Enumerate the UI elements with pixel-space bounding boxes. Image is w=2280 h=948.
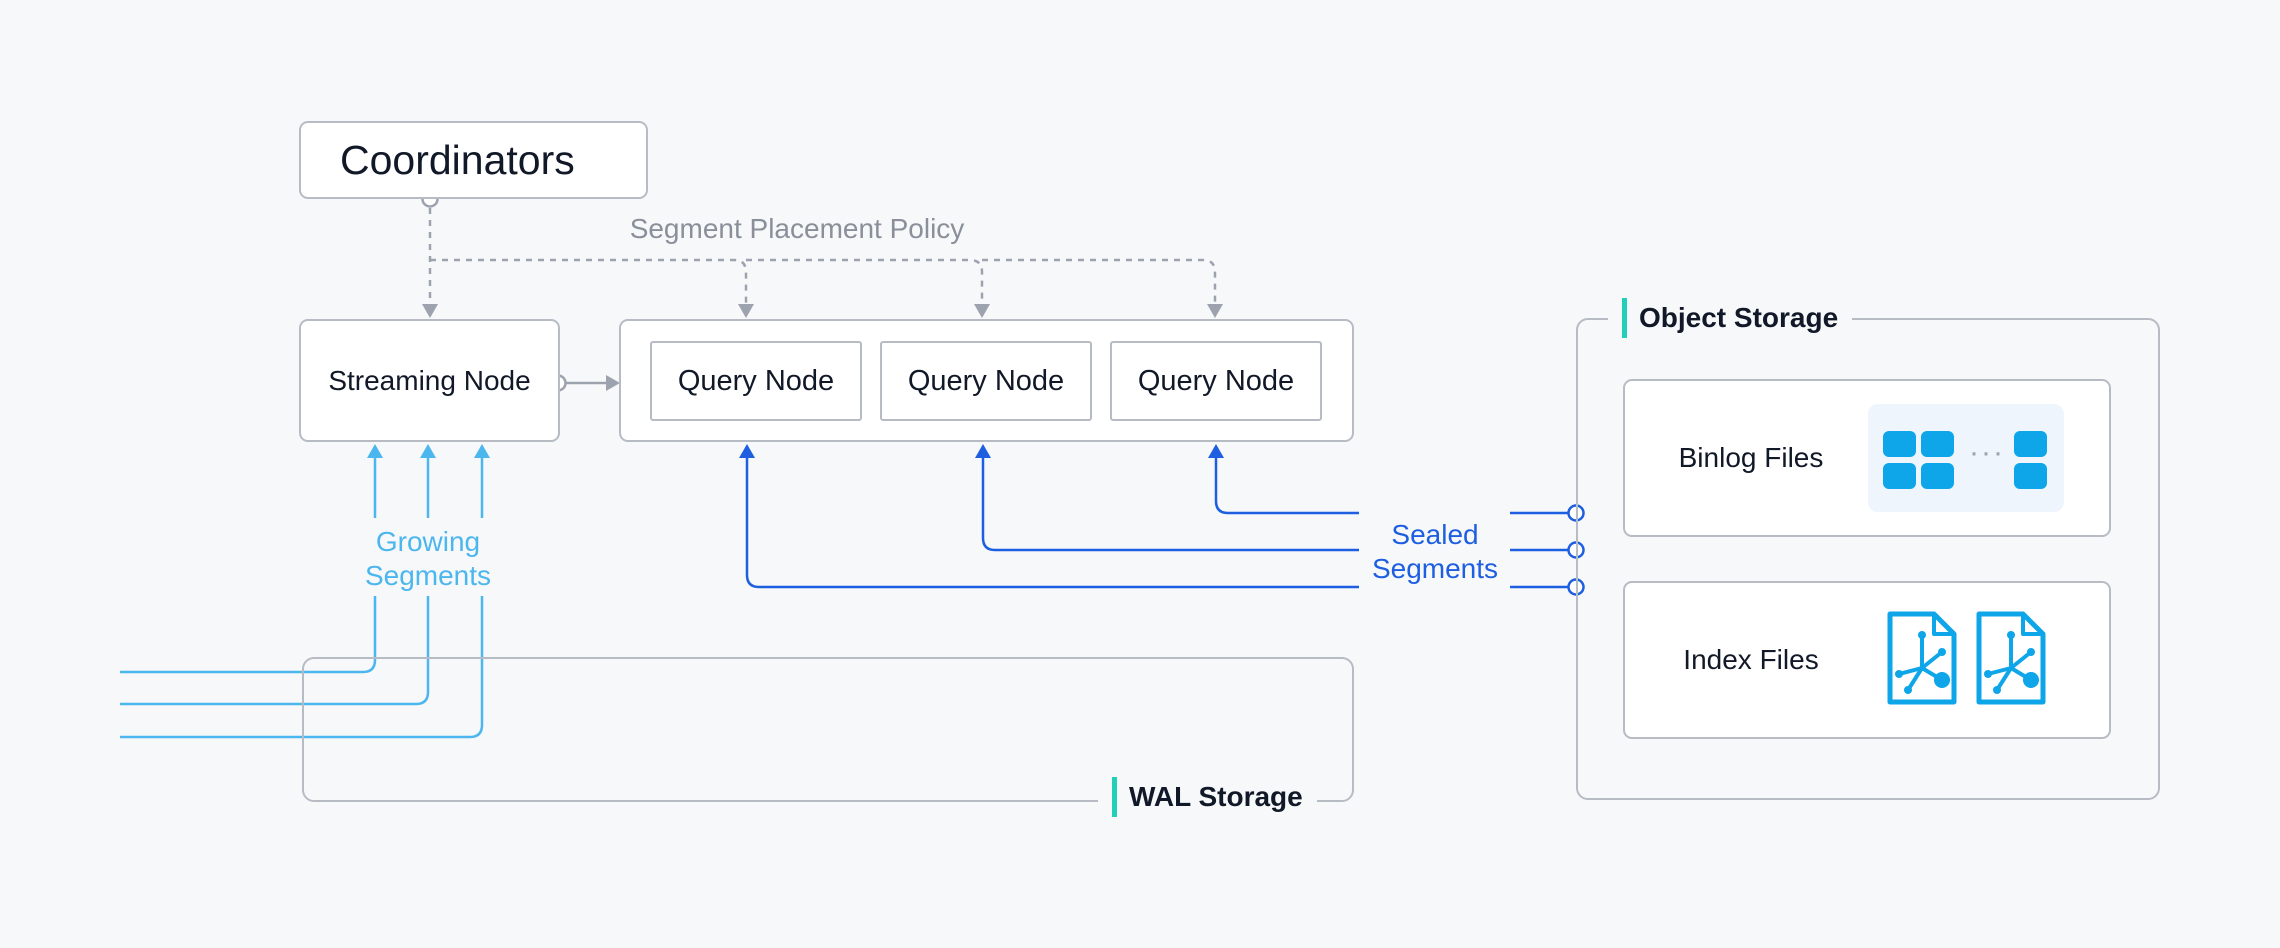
binlog-segment-panel: ··· xyxy=(1868,404,2064,512)
sealed-segment-lines xyxy=(745,457,1568,589)
streaming-node-label: Streaming Node xyxy=(328,364,531,396)
arrowhead xyxy=(975,444,991,458)
arrowhead xyxy=(974,304,990,318)
sealed-line-1 xyxy=(1214,457,1359,515)
segment-tile-icon xyxy=(2014,463,2047,489)
query-node-label: Query Node xyxy=(1137,364,1295,397)
segment-tile-icon xyxy=(2014,431,2047,457)
policy-arrowheads xyxy=(422,304,1223,318)
growing-line-2 xyxy=(120,596,430,706)
arrowhead xyxy=(367,444,383,458)
growing-segments-line-1: Growing xyxy=(375,526,481,557)
arrowhead xyxy=(738,304,754,318)
sealed-segments-label: Sealed Segments xyxy=(1335,518,1535,586)
segment-tile-icon xyxy=(1921,431,1954,457)
wal-storage-tag: WAL Storage xyxy=(1098,777,1317,817)
object-storage-frame xyxy=(1576,318,2160,800)
query-node-1: Query Node xyxy=(650,341,862,421)
policy-line-query-1 xyxy=(430,258,748,304)
streaming-node-box: Streaming Node xyxy=(299,319,560,442)
wal-storage-frame xyxy=(302,657,1354,802)
arrowhead xyxy=(474,444,490,458)
sealed-line-2 xyxy=(981,457,1359,552)
growing-segment-lines xyxy=(120,458,484,739)
arrowhead xyxy=(422,304,438,318)
sealed-segments-line-2: Segments xyxy=(1371,553,1499,584)
arrowhead xyxy=(739,444,755,458)
index-file-icon xyxy=(1976,611,2046,705)
policy-line-query-2 xyxy=(746,258,984,304)
coordinators-box: Coordinators xyxy=(299,121,648,199)
binlog-files-label: Binlog Files xyxy=(1678,442,1824,473)
object-storage-accent xyxy=(1622,298,1627,338)
index-files-label: Index Files xyxy=(1683,644,1819,675)
sealed-arrowheads xyxy=(739,444,1224,458)
arrowhead xyxy=(606,375,620,391)
query-node-2: Query Node xyxy=(880,341,1092,421)
sealed-line-3 xyxy=(745,457,1359,589)
query-node-3: Query Node xyxy=(1110,341,1322,421)
sealed-segments-line-1: Sealed xyxy=(1391,519,1479,550)
placement-policy-label: Segment Placement Policy xyxy=(629,213,965,244)
segment-tile-icon xyxy=(1921,463,1954,489)
policy-line-query-3 xyxy=(982,258,1217,304)
coordinators-label: Coordinators xyxy=(340,136,575,183)
query-node-label: Query Node xyxy=(677,364,835,397)
segment-tile-icon xyxy=(1883,431,1916,457)
object-storage-label: Object Storage xyxy=(1639,302,1839,333)
binlog-ellipsis: ··· xyxy=(1969,436,2005,469)
object-storage-tag: Object Storage xyxy=(1608,298,1853,338)
placement-policy-lines xyxy=(428,208,1217,304)
growing-arrowheads xyxy=(367,444,490,458)
segment-tile-icon xyxy=(1883,463,1916,489)
arrowhead xyxy=(1208,444,1224,458)
growing-segments-label: Growing Segments xyxy=(328,525,528,593)
arrowhead xyxy=(420,444,436,458)
wal-storage-label: WAL Storage xyxy=(1129,781,1303,812)
query-node-label: Query Node xyxy=(907,364,1065,397)
index-file-icon xyxy=(1887,611,1957,705)
arrowhead xyxy=(1207,304,1223,318)
growing-line-1 xyxy=(120,596,377,674)
growing-segments-line-2: Segments xyxy=(364,560,492,591)
growing-line-3 xyxy=(120,596,484,739)
wal-storage-accent xyxy=(1112,777,1117,817)
